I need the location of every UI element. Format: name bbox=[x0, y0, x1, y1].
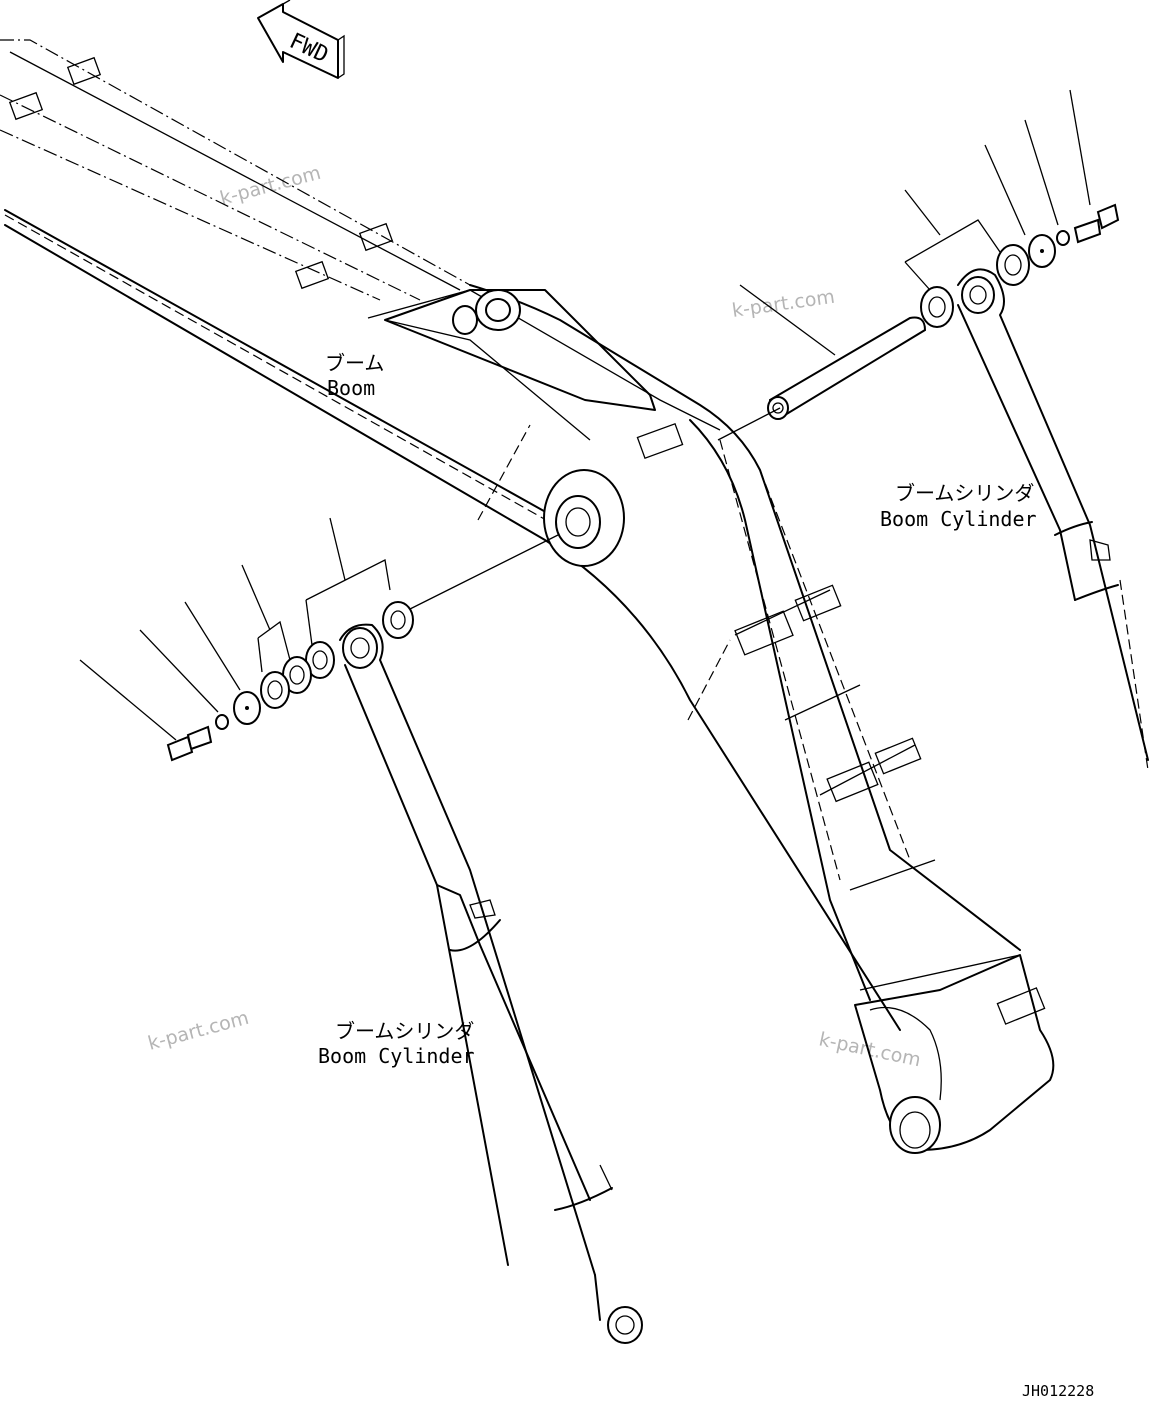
boom bbox=[0, 39, 1055, 1154]
boom-cylinder-label-en: Boom Cylinder bbox=[318, 1044, 475, 1068]
fwd-arrow-icon: FWD bbox=[257, 0, 345, 79]
boom-cylinder-left bbox=[339, 623, 643, 1344]
watermark: k-part.com bbox=[218, 162, 324, 210]
boom-label-en: Boom bbox=[327, 376, 375, 400]
boom-cylinder-label-en: Boom Cylinder bbox=[880, 507, 1037, 531]
fwd-label: FWD bbox=[285, 29, 332, 68]
boom-cylinder-label-jp: ブームシリンダ bbox=[895, 481, 1034, 505]
drawing-code: JH012228 bbox=[1022, 1382, 1094, 1400]
watermark: k-part.com bbox=[817, 1028, 923, 1071]
boom-cylinder-right bbox=[957, 268, 1149, 771]
boom-label-jp: ブーム bbox=[325, 351, 384, 375]
lower-pin-hardware bbox=[79, 517, 559, 762]
upper-pin-hardware bbox=[717, 89, 1120, 441]
watermark: k-part.com bbox=[146, 1007, 252, 1055]
boom-cylinder-label-jp: ブームシリンダ bbox=[335, 1019, 474, 1043]
